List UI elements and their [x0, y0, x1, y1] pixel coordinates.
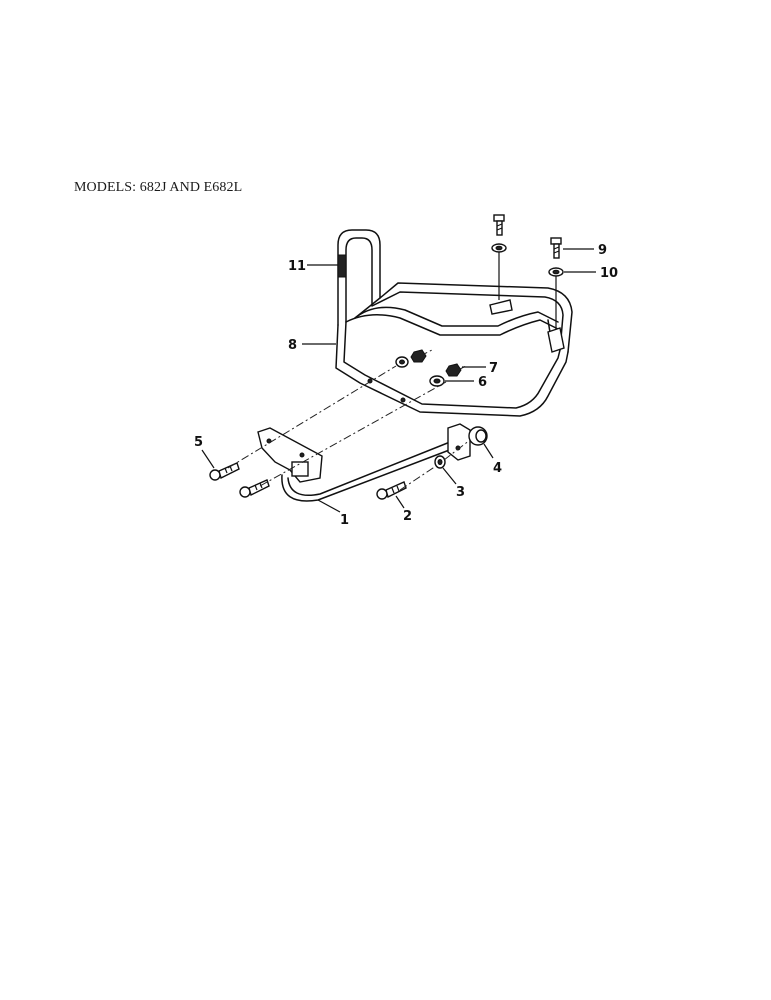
callout-8: 8 — [288, 338, 297, 353]
callout-9: 9 — [598, 243, 607, 258]
callout-1: 1 — [340, 513, 349, 528]
leader-1 — [317, 499, 341, 513]
callout-7: 7 — [489, 361, 498, 376]
callout-2: 2 — [403, 509, 412, 524]
callout-4: 4 — [493, 461, 502, 476]
leader-2 — [395, 495, 405, 509]
leader-4 — [483, 443, 494, 459]
bumper-frame — [335, 229, 573, 417]
bracket-left-top — [489, 299, 513, 315]
bolt-5-upper — [209, 462, 240, 481]
page-title: MODELS: 682J AND E682L — [74, 180, 243, 195]
lower-bracket-assembly — [257, 423, 471, 502]
leader-5 — [201, 449, 215, 469]
nut-7 — [445, 363, 462, 377]
bracket-right-top — [547, 327, 565, 353]
bolt-left-top — [493, 214, 505, 236]
leader-3 — [442, 467, 457, 485]
nut-left-mid — [410, 349, 427, 363]
bolt-2 — [376, 481, 407, 500]
callout-6: 6 — [478, 375, 487, 390]
callout-11: 11 — [288, 259, 306, 274]
handle-tag — [337, 254, 347, 278]
bolt-right-top — [550, 237, 562, 259]
callout-10: 10 — [600, 266, 618, 281]
callout-3: 3 — [456, 485, 465, 500]
callout-5: 5 — [194, 435, 203, 450]
bolt-5-lower — [239, 479, 270, 498]
